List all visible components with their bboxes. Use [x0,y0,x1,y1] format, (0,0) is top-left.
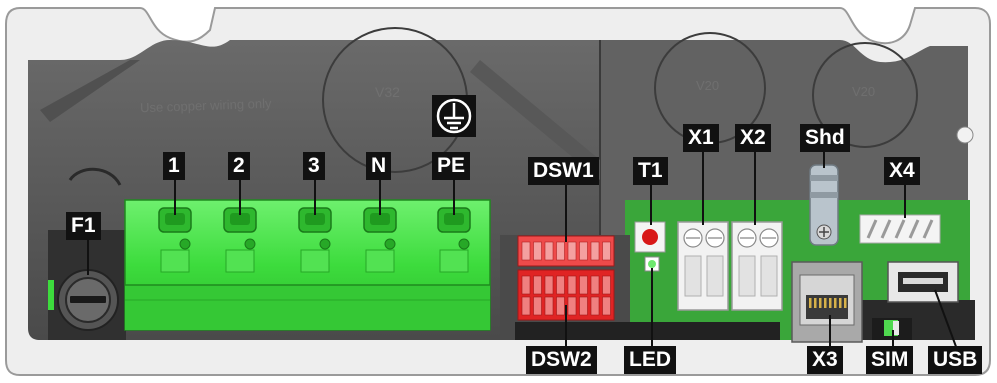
label-x1: X1 [683,124,719,152]
label-dsw2: DSW2 [526,346,597,374]
label-dsw1: DSW1 [528,157,599,185]
embossed-v20-a: V20 [696,78,720,93]
label-usb: USB [928,346,983,374]
terminal-cell [298,207,332,273]
t1-button [642,229,658,245]
terminal-cell [223,207,257,273]
label-terminal-3: 3 [303,152,325,180]
label-f1: F1 [66,212,101,240]
label-sim: SIM [866,346,914,374]
label-terminal-n: N [366,152,392,180]
label-terminal-2: 2 [228,152,250,180]
embossed-v20-b: V20 [852,84,876,99]
embossed-v32: V32 [375,84,400,100]
label-x3: X3 [807,346,843,374]
protective-earth-icon [432,95,476,137]
label-t1: T1 [633,157,668,185]
label-x2: X2 [735,124,771,152]
terminal-cell [363,207,397,273]
label-shd: Shd [800,124,850,152]
terminal-cell [437,207,471,273]
leader-lines [87,150,959,353]
cable-gland-v20-b [812,42,918,148]
label-terminal-pe: PE [432,152,471,180]
label-led: LED [624,346,676,374]
label-x4: X4 [884,157,920,185]
label-terminal-1: 1 [163,152,185,180]
status-led [648,260,656,268]
